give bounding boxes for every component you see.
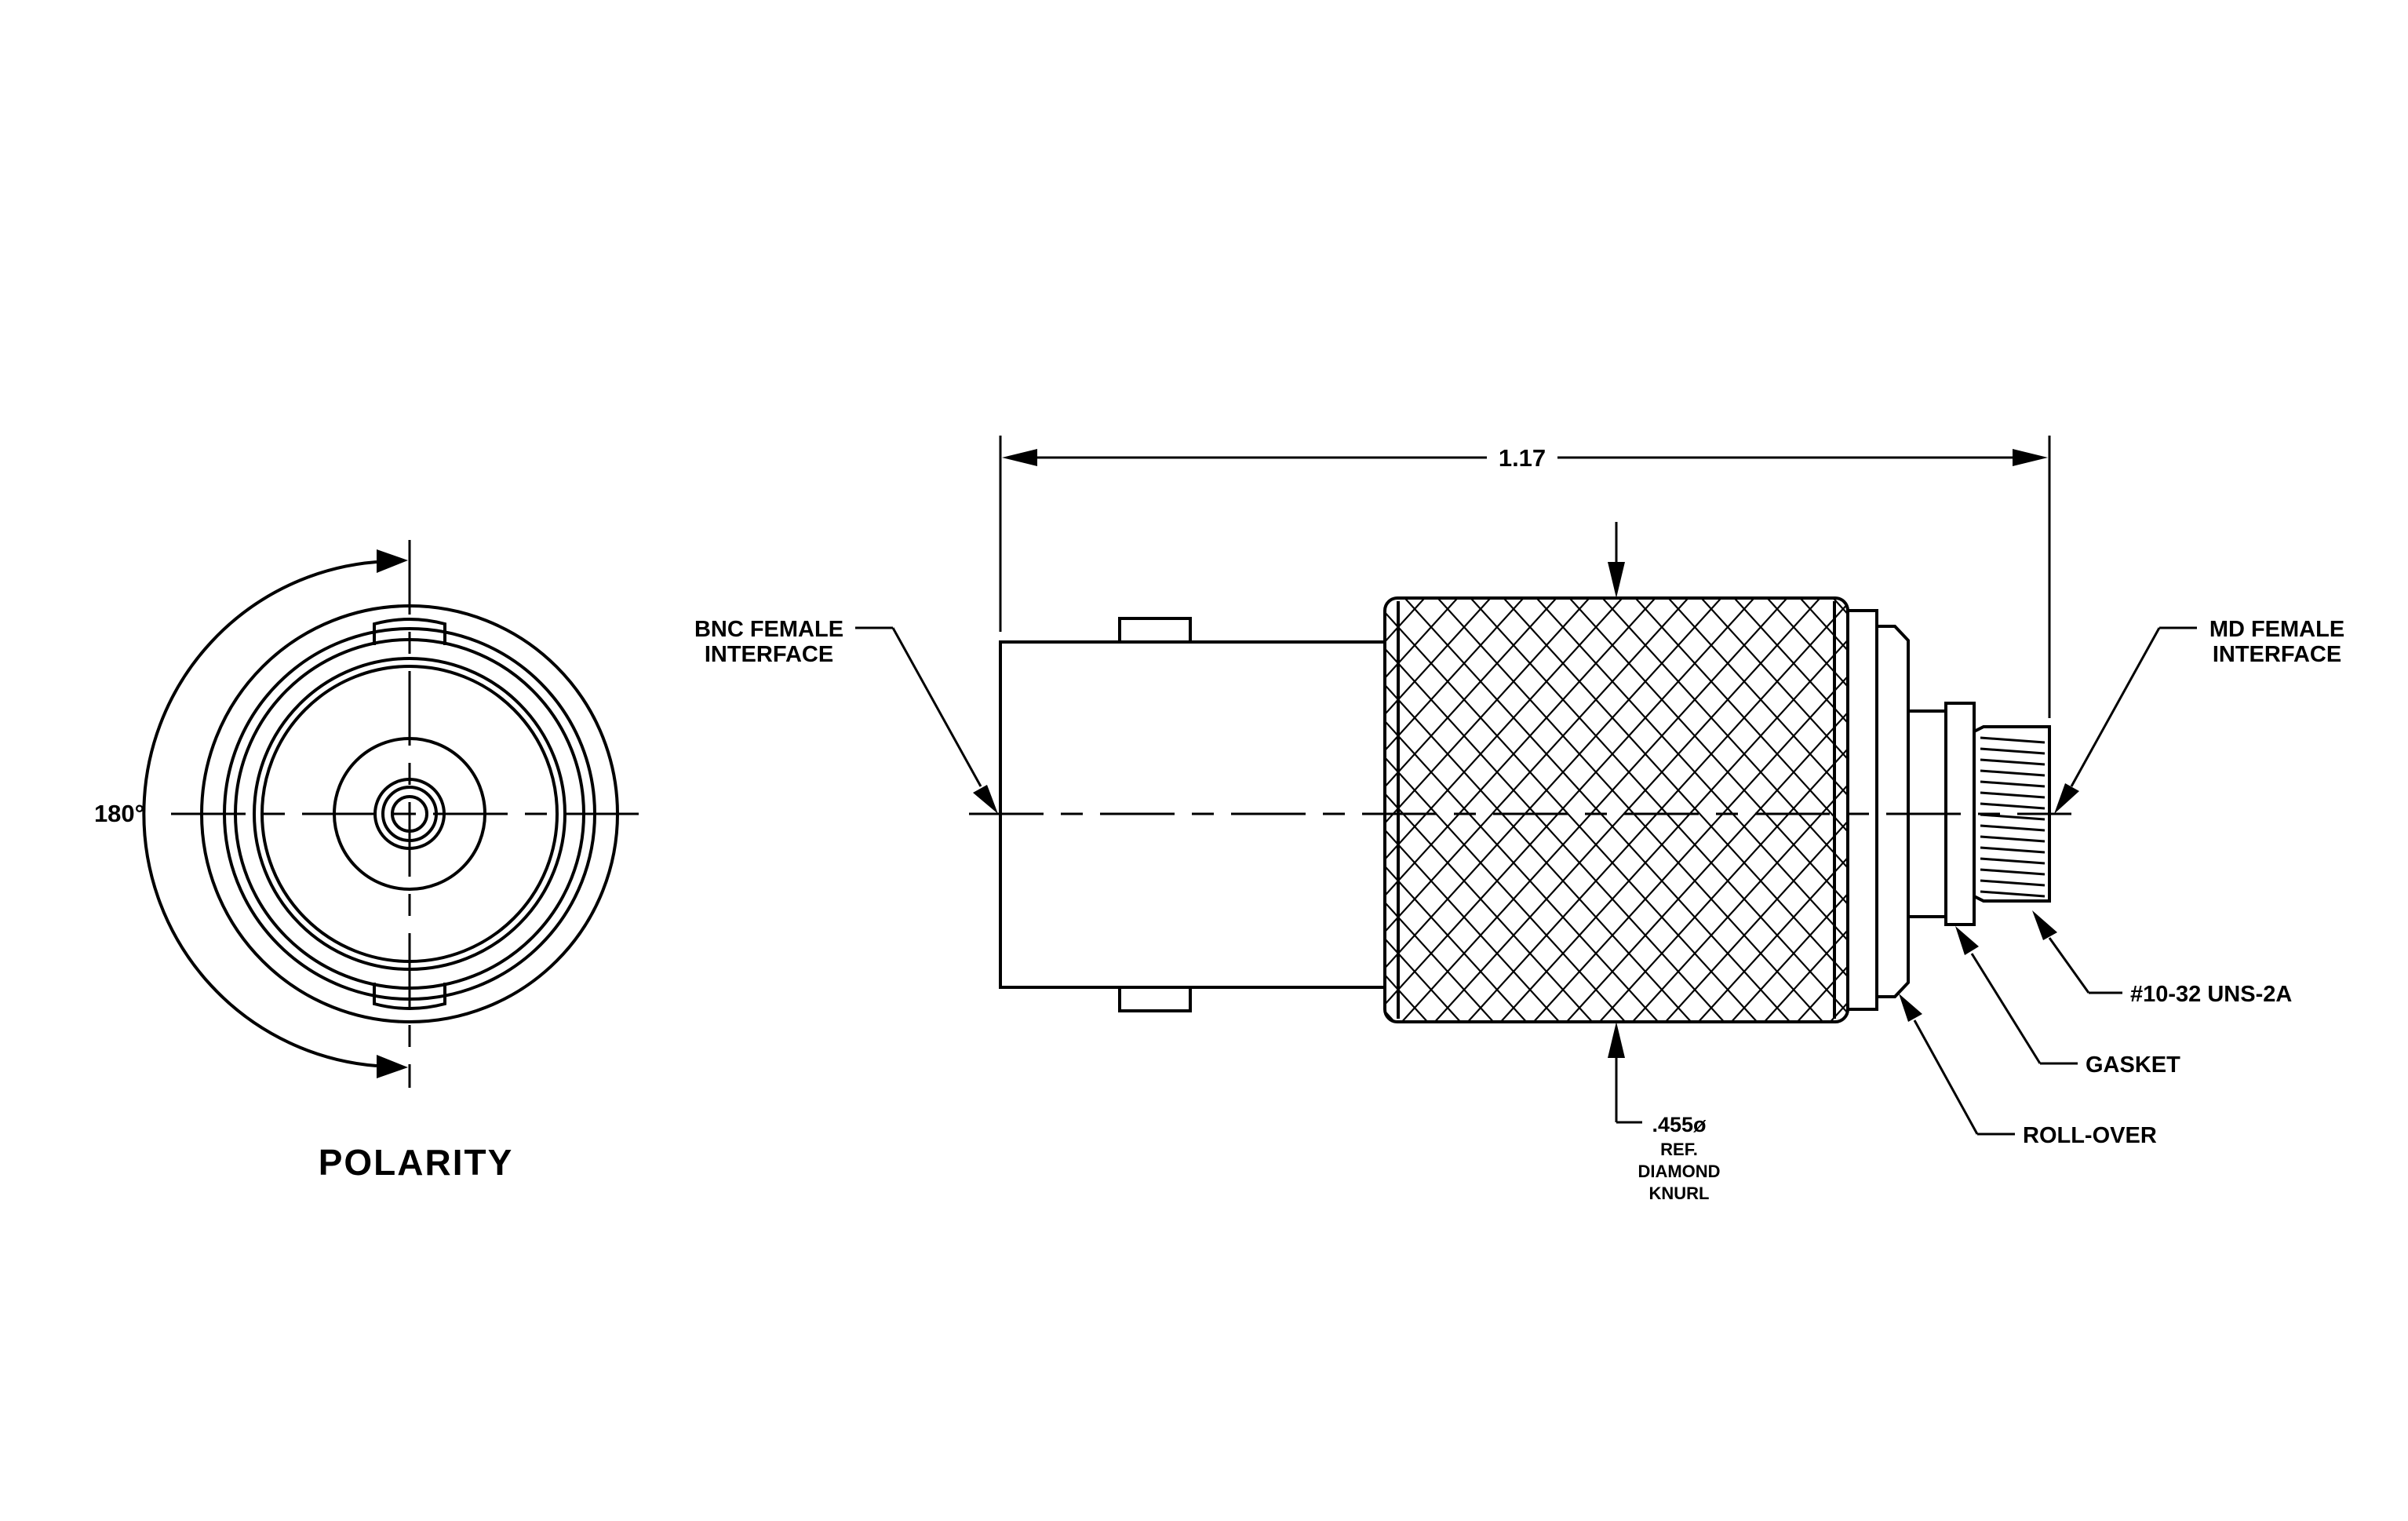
knurl-diameter-value: .455ø — [1652, 1113, 1707, 1136]
md-label-line2: INTERFACE — [2213, 642, 2341, 667]
connector-side-view — [969, 596, 2071, 1023]
bnc-stud-top — [1118, 617, 1192, 644]
md-interface-leader — [2054, 626, 2197, 814]
md-label-line1: MD FEMALE — [2209, 617, 2344, 642]
bnc-label-line1: BNC FEMALE — [694, 617, 843, 642]
polarity-title: POLARITY — [319, 1142, 514, 1183]
knurl-type-label: DIAMOND — [1638, 1162, 1720, 1181]
bnc-stud-bottom — [1118, 986, 1192, 1012]
overall-length-value: 1.17 — [1499, 444, 1546, 472]
knurl-ref-label: REF. — [1660, 1140, 1698, 1159]
thread-spec-label: #10-32 UNS-2A — [2130, 982, 2292, 1007]
polarity-arc — [142, 560, 377, 1067]
gasket-leader — [1955, 926, 2078, 1065]
md-thread — [1973, 725, 2051, 903]
overall-length-dimension — [999, 436, 2051, 718]
bottom-bayonet-lug — [373, 983, 446, 1010]
bnc-label-line2: INTERFACE — [705, 642, 833, 667]
rollover-flange — [1848, 609, 1910, 1011]
knurl-word-label: KNURL — [1649, 1184, 1710, 1203]
rollover-leader — [1899, 994, 2015, 1136]
bnc-interface-leader — [855, 626, 998, 814]
thread-leader — [2032, 910, 2122, 994]
knurl-diameter-dimension — [1608, 522, 1642, 1124]
angle-label: 180° — [94, 800, 144, 827]
polarity-end-view — [142, 540, 645, 1088]
knurled-nut — [1383, 596, 1849, 1023]
rollover-label: ROLL-OVER — [2023, 1123, 2157, 1148]
gasket-label: GASKET — [2086, 1052, 2180, 1078]
top-bayonet-lug — [373, 618, 446, 645]
